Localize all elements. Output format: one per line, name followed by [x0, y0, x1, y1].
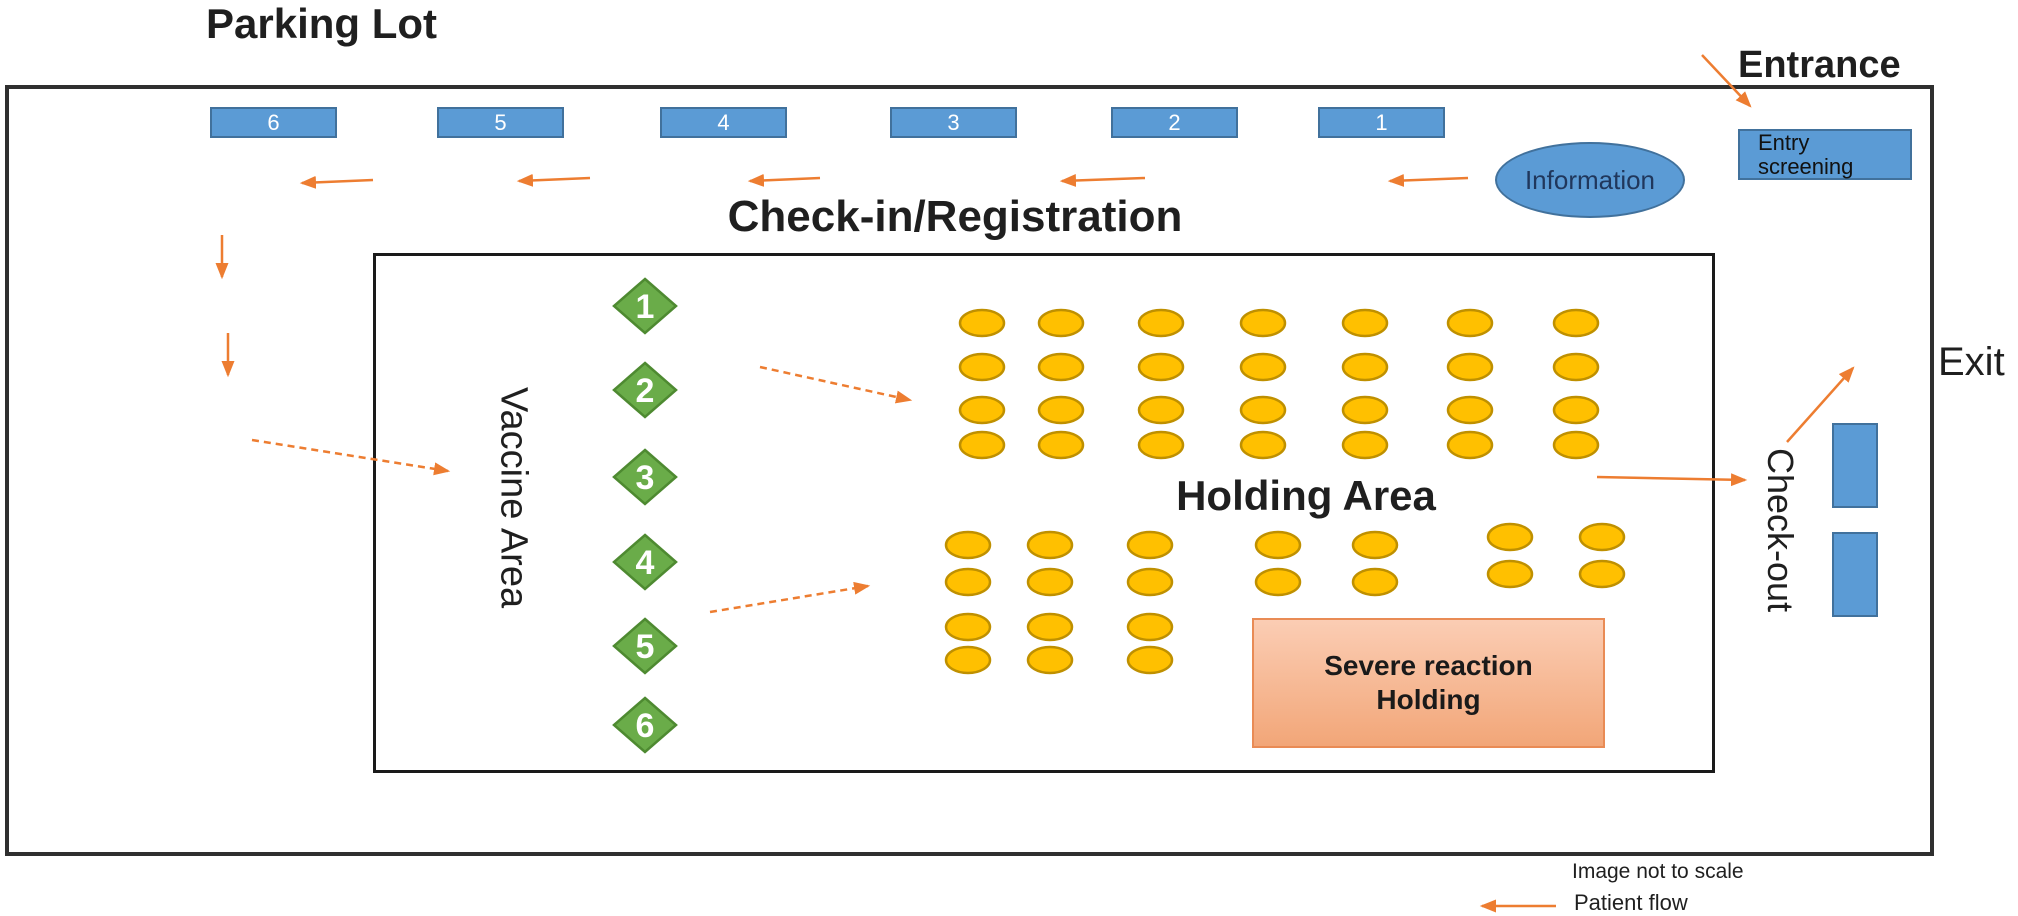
- entry-screening-box: Entry screening: [1738, 129, 1912, 180]
- checkout-desk: [1832, 532, 1878, 617]
- checkout-label: Check-out: [1760, 447, 1801, 613]
- checkin-station-box-4: 4: [660, 107, 787, 138]
- exit-label: Exit: [1938, 340, 2005, 384]
- holding-area-label: Holding Area: [1176, 472, 1436, 519]
- checkin-station-box-5: 5: [437, 107, 564, 138]
- information-label: Information: [1524, 164, 1656, 195]
- checkin-station-box-3: 3: [890, 107, 1017, 138]
- severe-reaction-holding-box: Severe reaction Holding: [1252, 618, 1605, 748]
- information-desk-ellipse: Information: [1495, 142, 1685, 218]
- entry-screening-line1: Entry: [1758, 129, 1810, 155]
- severe-reaction-line2: Holding: [1376, 684, 1481, 715]
- image-scale-note: Image not to scale: [1572, 860, 1744, 883]
- entry-screening-line2: screening: [1758, 153, 1854, 179]
- vaccine-holding-boundary-box: [373, 253, 1715, 773]
- patient-flow-legend-label: Patient flow: [1574, 890, 1688, 915]
- checkin-station-box-2: 2: [1111, 107, 1238, 138]
- checkout-desk: [1832, 423, 1878, 508]
- entrance-label: Entrance: [1738, 44, 1901, 86]
- page-title: Parking Lot: [206, 0, 438, 47]
- checkin-registration-label: Check-in/Registration: [727, 192, 1183, 241]
- vaccine-area-label: Vaccine Area: [492, 387, 535, 609]
- site-boundary-box: [5, 85, 1934, 856]
- severe-reaction-line1: Severe reaction: [1324, 650, 1533, 682]
- checkin-station-box-6: 6: [210, 107, 337, 138]
- checkin-station-box-1: 1: [1318, 107, 1445, 138]
